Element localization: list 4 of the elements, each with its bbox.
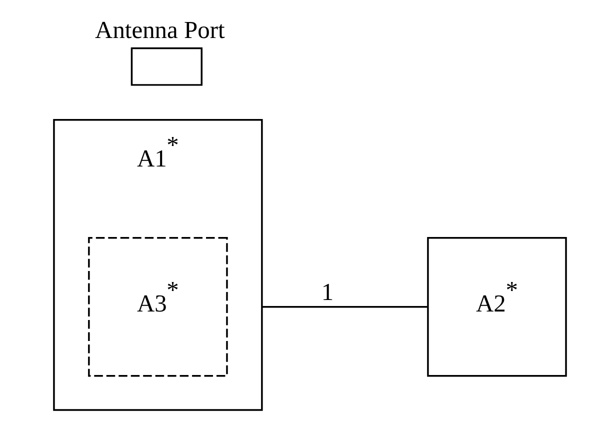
connector — [261, 306, 427, 308]
edge-label: 1 — [320, 279, 334, 306]
node-label: Antenna Port — [94, 17, 224, 44]
node-box — [130, 47, 202, 86]
